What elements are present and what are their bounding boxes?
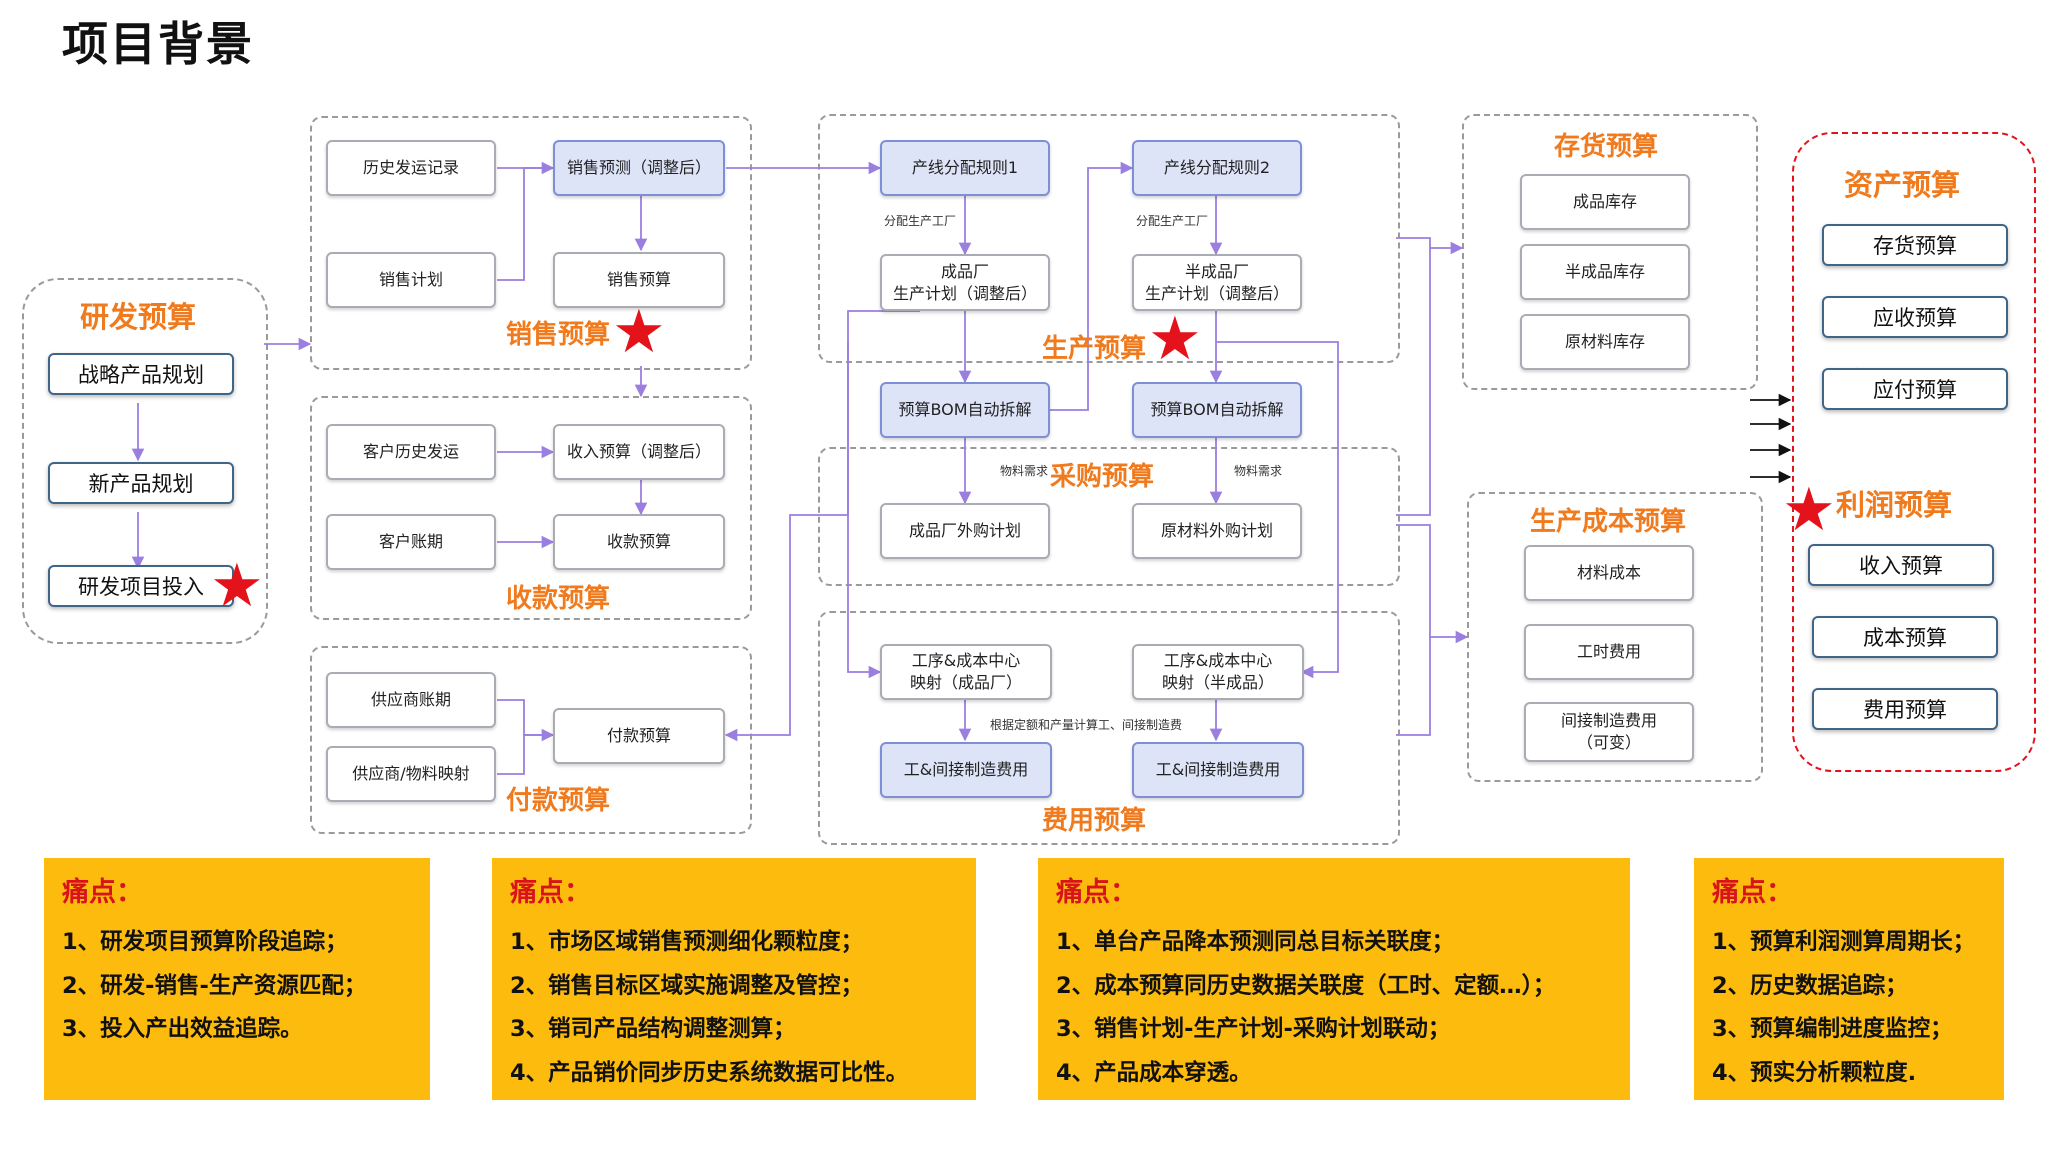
- supplier-mapping-box: 供应商/物料映射: [326, 746, 496, 802]
- purchase-group: [818, 447, 1400, 586]
- page-title: 项目背景: [62, 17, 254, 71]
- inventory-item-raw: 原材料库存: [1520, 314, 1690, 370]
- cost-item-material: 材料成本: [1524, 545, 1694, 601]
- sales-history-box: 历史发运记录: [326, 140, 496, 196]
- pain-panel-3: 痛点： 1、单台产品降本预测同总目标关联度； 2、成本预算同历史数据关联度（工时…: [1038, 858, 1630, 1100]
- expense-label: 费用预算: [1042, 806, 1147, 836]
- payment-budget-box: 付款预算: [553, 708, 725, 764]
- pain-line: 1、研发项目预算阶段追踪；: [62, 929, 348, 955]
- production-label: 生产预算: [1042, 334, 1147, 364]
- profit-label: 利润预算: [1836, 488, 1953, 522]
- profit-item-expense: 费用预算: [1812, 688, 1998, 730]
- rd-group: [22, 278, 268, 644]
- pain-panel-4: 痛点： 1、预算利润测算周期长； 2、历史数据追踪； 3、预算编制进度监控； 4…: [1694, 858, 2004, 1100]
- cost-center-map2-box: 工序&成本中心 映射（半成品）: [1132, 644, 1304, 700]
- pain-line: 3、销售计划-生产计划-采购计划联动；: [1056, 1016, 1451, 1042]
- pain-line: 3、预算编制进度监控；: [1712, 1016, 1953, 1042]
- cost-item-overhead: 间接制造费用 （可变）: [1524, 702, 1694, 762]
- inventory-item-finished: 成品库存: [1520, 174, 1690, 230]
- pain-panel-1: 痛点： 1、研发项目预算阶段追踪； 2、研发-销售-生产资源匹配； 3、投入产出…: [44, 858, 430, 1100]
- rd-box-project-input: 研发项目投入: [48, 565, 234, 607]
- bom1-box: 预算BOM自动拆解: [880, 382, 1050, 438]
- cost-center-map1-box: 工序&成本中心 映射（成品厂）: [880, 644, 1052, 700]
- sales-label: 销售预算: [506, 320, 611, 350]
- star-icon: ★: [1782, 475, 1836, 545]
- purchase-label: 采购预算: [1050, 462, 1155, 492]
- expense-group: [818, 611, 1400, 845]
- payment-group: [310, 646, 752, 834]
- material-need-note2: 物料需求: [1234, 464, 1283, 478]
- finished-purchase-box: 成品厂外购计划: [880, 503, 1050, 559]
- collection-budget-box: 收款预算: [553, 514, 725, 570]
- customer-history-box: 客户历史发运: [326, 424, 496, 480]
- rd-box-new-product: 新产品规划: [48, 462, 234, 504]
- asset-label: 资产预算: [1844, 168, 1961, 202]
- pain-line: 2、历史数据追踪；: [1712, 972, 1908, 999]
- allocate-note2: 分配生产工厂: [1136, 214, 1209, 228]
- payment-label: 付款预算: [506, 786, 611, 816]
- sales-plan-box: 销售计划: [326, 252, 496, 308]
- inventory-item-semi: 半成品库存: [1520, 244, 1690, 300]
- star-icon: ★: [612, 297, 666, 367]
- pain-title: 痛点：: [1712, 877, 1793, 908]
- rd-box-strategy: 战略产品规划: [48, 353, 234, 395]
- allocate-note1: 分配生产工厂: [884, 214, 957, 228]
- pain-line: 4、产品成本穿透。: [1056, 1059, 1252, 1086]
- income-budget-box: 收入预算（调整后）: [553, 424, 725, 480]
- profit-item-cost: 成本预算: [1812, 616, 1998, 658]
- collection-group: [310, 396, 752, 620]
- pain-line: 3、投入产出效益追踪。: [62, 1016, 303, 1042]
- bom2-box: 预算BOM自动拆解: [1132, 382, 1302, 438]
- finished-plan-box: 成品厂 生产计划（调整后）: [880, 254, 1050, 311]
- star-icon: ★: [210, 551, 264, 621]
- asset-item-inventory: 存货预算: [1822, 224, 2008, 266]
- asset-item-receivable: 应收预算: [1822, 296, 2008, 338]
- semi-plan-box: 半成品厂 生产计划（调整后）: [1132, 254, 1302, 311]
- cost-label: 生产成本预算: [1530, 507, 1687, 537]
- pain-line: 2、销售目标区域实施调整及管控；: [510, 972, 864, 999]
- line-rule1-box: 产线分配规则1: [880, 140, 1050, 196]
- inventory-label: 存货预算: [1554, 132, 1659, 162]
- pain-title: 痛点：: [1056, 877, 1137, 908]
- pain-line: 4、产品销价同步历史系统数据可比性。: [510, 1059, 909, 1086]
- pain-line: 1、单台产品降本预测同总目标关联度；: [1056, 929, 1455, 955]
- pain-title: 痛点：: [510, 877, 591, 908]
- profit-item-income: 收入预算: [1808, 544, 1994, 586]
- pain-line: 3、销司产品结构调整测算；: [510, 1016, 796, 1042]
- pain-line: 2、研发-销售-生产资源匹配；: [62, 972, 367, 999]
- pain-line: 1、市场区域销售预测细化颗粒度；: [510, 929, 864, 955]
- pain-line: 1、预算利润测算周期长；: [1712, 929, 1976, 955]
- pain-line: 2、成本预算同历史数据关联度（工时、定额…）；: [1056, 972, 1556, 999]
- expense-calc-note: 根据定额和产量计算工、间接制造费: [990, 718, 1183, 732]
- pain-line: 4、预实分析颗粒度.: [1712, 1059, 1917, 1086]
- line-rule2-box: 产线分配规则2: [1132, 140, 1302, 196]
- sales-budget-box: 销售预算: [553, 252, 725, 308]
- sales-group: [310, 116, 752, 370]
- supplier-terms-box: 供应商账期: [326, 672, 496, 728]
- pain-title: 痛点：: [62, 877, 143, 908]
- material-need-note1: 物料需求: [1000, 464, 1049, 478]
- asset-profit-group: [1792, 132, 2036, 772]
- star-icon: ★: [1148, 304, 1202, 374]
- sales-forecast-box: 销售预测（调整后）: [553, 140, 725, 196]
- rd-label: 研发预算: [80, 300, 197, 334]
- asset-item-payable: 应付预算: [1822, 368, 2008, 410]
- material-purchase-box: 原材料外购计划: [1132, 503, 1302, 559]
- customer-terms-box: 客户账期: [326, 514, 496, 570]
- overhead-fee1-box: 工&间接制造费用: [880, 742, 1052, 798]
- cost-item-labor: 工时费用: [1524, 624, 1694, 680]
- overhead-fee2-box: 工&间接制造费用: [1132, 742, 1304, 798]
- pain-panel-2: 痛点： 1、市场区域销售预测细化颗粒度； 2、销售目标区域实施调整及管控； 3、…: [492, 858, 976, 1100]
- collection-label: 收款预算: [506, 584, 611, 614]
